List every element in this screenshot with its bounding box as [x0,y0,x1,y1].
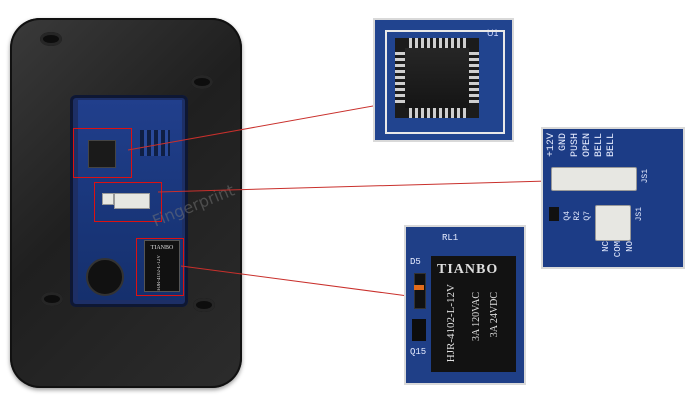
diode-label: D5 [410,257,421,267]
chip-package [405,48,469,108]
chip-designator: U1 [487,28,499,38]
transistor-designator-q4: Q4 [563,211,572,221]
pin-label-bell-2: BELL [606,133,617,158]
pin-label-push: PUSH [570,133,581,158]
relay-highlight-box [136,238,184,296]
relay-terminal-nc: NC [601,241,611,252]
buzzer [86,258,124,296]
connector-highlight-box [94,182,162,222]
microcontroller-chip [88,140,116,168]
relay-brand: TIANBO [437,262,499,277]
transistor-body [412,319,426,341]
transistor-q4-body [549,207,559,221]
chip-pins [395,38,479,118]
connector-callout-line [157,180,549,193]
relay-terminal-no: NO [625,241,635,252]
relay-rating-ac: 3A 120VAC [471,292,482,341]
terminal-connector [114,193,150,209]
small-connector [102,193,114,205]
resistor-designator-r2: R2 [573,211,582,221]
pin-label-12v: +12V [546,133,557,158]
bottom-right-screw-hole [193,298,215,312]
chip-callout-line [127,103,385,151]
diode-band [414,285,424,290]
bottom-left-screw-hole [41,292,63,306]
chip-highlight-box [73,128,132,178]
qfp-chip [395,38,479,118]
pin-label-bell-1: BELL [594,133,605,158]
relay-rating-dc: 3A 24VDC [489,292,500,338]
six-pin-connector [551,167,637,191]
three-pin-connector [595,205,631,241]
transistor-label: Q15 [410,347,427,357]
relay-board-label: RL1 [442,233,459,243]
relay-small: TIANBO HJR-4102-L-12V [144,240,180,292]
chip-silkscreen-outline [385,30,505,134]
connector-zoom-panel: +12V GND PUSH OPEN BELL BELL JS1 Q4 R2 Q… [541,127,685,269]
connector-designator-js1-a: JS1 [641,169,650,184]
designator-q7: Q7 [583,211,592,221]
relay-callout-line [180,265,409,297]
relay-model: HJR-4102-L-12V [445,284,457,363]
device-relay-brand: TIANBO [150,245,174,251]
pin-label-gnd: GND [558,133,569,152]
relay-component: TIANBO HJR-4102-L-12V 3A 120VAC 3A 24VDC [431,256,516,372]
top-left-screw-hole [40,32,62,46]
relay-terminal-com: COM [613,241,623,258]
connector-designator-js1-b: JS1 [635,207,644,222]
top-right-screw-hole [191,75,213,89]
pin-label-open: OPEN [582,133,593,158]
diode-body [414,273,426,309]
